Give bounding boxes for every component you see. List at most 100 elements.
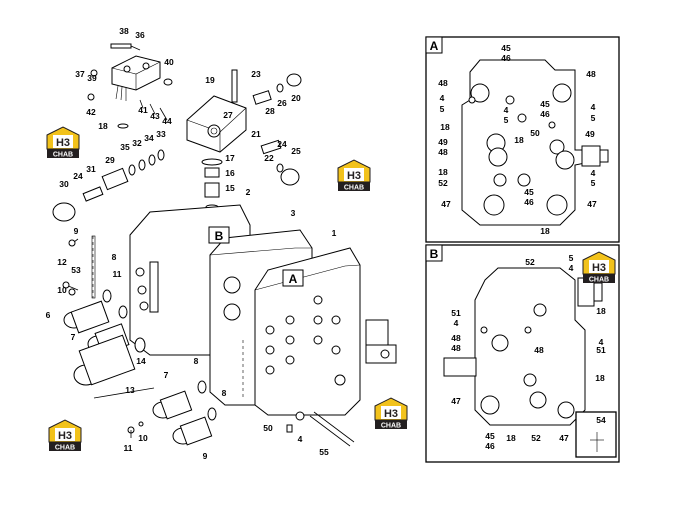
main-part-number: 28 bbox=[265, 106, 275, 116]
main-part-number: 26 bbox=[277, 98, 287, 108]
main-part-number: 1 bbox=[332, 228, 337, 238]
main-part-number: 3 bbox=[291, 208, 296, 218]
panel-b-part-number: 18 bbox=[596, 306, 606, 316]
panel-a-part-number: 46 bbox=[524, 197, 534, 207]
main-part-number: 4 bbox=[298, 434, 303, 444]
main-part-number: 9 bbox=[203, 451, 208, 461]
main-part-number: 36 bbox=[135, 30, 145, 40]
main-part-number: 18 bbox=[98, 121, 108, 131]
svg-text:CHAB: CHAB bbox=[344, 185, 364, 192]
panel-a-part-number: 45 bbox=[501, 43, 511, 53]
panel-a-part-number: 49 bbox=[438, 137, 448, 147]
panel-b-part-number: 52 bbox=[531, 433, 541, 443]
panel-b-part-number: 45 bbox=[485, 431, 495, 441]
main-part-number: 8 bbox=[194, 356, 199, 366]
main-part-number: 24 bbox=[73, 171, 83, 181]
main-part-number: 55 bbox=[319, 447, 329, 457]
solenoid-block-36 bbox=[87, 43, 173, 129]
main-part-number: 6 bbox=[46, 310, 51, 320]
panel-a-part-number: 47 bbox=[587, 199, 597, 209]
main-part-number: 10 bbox=[138, 433, 148, 443]
main-part-number: 27 bbox=[223, 110, 233, 120]
main-part-number: 15 bbox=[225, 183, 235, 193]
panel-a-part-number: 18 bbox=[438, 167, 448, 177]
panel-b-part-number: 46 bbox=[485, 441, 495, 451]
main-part-number: 20 bbox=[291, 93, 301, 103]
main-part-number: 10 bbox=[57, 285, 67, 295]
svg-text:CHAB: CHAB bbox=[381, 423, 401, 430]
main-part-number: 22 bbox=[264, 153, 274, 163]
main-part-number: 53 bbox=[71, 265, 81, 275]
panel-a-part-number: 48 bbox=[586, 69, 596, 79]
main-part-number: 9 bbox=[74, 226, 79, 236]
main-part-number: 31 bbox=[86, 164, 96, 174]
panel-a-part-number: 18 bbox=[514, 135, 524, 145]
panel-a-part-number: 5 bbox=[440, 104, 445, 114]
callout-label-A: A bbox=[289, 272, 298, 286]
panel-a-part-number: 5 bbox=[504, 115, 509, 125]
panel-a-part-number: 45 bbox=[540, 99, 550, 109]
cover-block-19 bbox=[186, 69, 302, 210]
panel-a-part-number: 4 bbox=[591, 102, 596, 112]
main-part-number: 29 bbox=[105, 155, 115, 165]
svg-text:H3: H3 bbox=[347, 170, 361, 182]
panel-b-part-number: 4 bbox=[454, 318, 459, 328]
panel-a-part-number: 18 bbox=[440, 122, 450, 132]
svg-text:CHAB: CHAB bbox=[589, 277, 609, 284]
svg-text:CHAB: CHAB bbox=[55, 445, 75, 452]
spool-parts-left bbox=[62, 235, 355, 447]
panel-b-part-number: 4 bbox=[599, 337, 604, 347]
panel-b-part-number: 54 bbox=[596, 415, 606, 425]
main-part-number: 12 bbox=[57, 257, 67, 267]
panel-b-part-number: 5 bbox=[569, 253, 574, 263]
main-part-number: 16 bbox=[225, 168, 235, 178]
main-part-number: 23 bbox=[251, 69, 261, 79]
panel-a-part-number: 47 bbox=[441, 199, 451, 209]
main-part-number: 17 bbox=[225, 153, 235, 163]
main-part-number: 41 bbox=[138, 105, 148, 115]
main-part-number: 34 bbox=[144, 133, 154, 143]
main-part-number: 11 bbox=[113, 269, 122, 279]
main-part-number: 38 bbox=[119, 26, 129, 36]
main-part-number: 14 bbox=[136, 356, 146, 366]
panel-a-part-number: 48 bbox=[438, 78, 448, 88]
main-part-number: 11 bbox=[124, 443, 133, 453]
panel-b-part-number: 52 bbox=[525, 257, 535, 267]
main-part-number: 43 bbox=[150, 111, 160, 121]
main-part-number: 2 bbox=[246, 187, 251, 197]
main-part-number: 44 bbox=[162, 116, 172, 126]
panel-a-part-number: 45 bbox=[524, 187, 534, 197]
svg-text:H3: H3 bbox=[592, 262, 606, 274]
solenoid-stack-left bbox=[52, 149, 165, 222]
main-exploded-view: B A 383637394042414344181923202628272124… bbox=[46, 26, 397, 461]
panel-label-B: B bbox=[430, 247, 439, 261]
panel-b-part-number: 51 bbox=[596, 345, 606, 355]
callout-label-B: B bbox=[215, 229, 224, 243]
panel-a-part-number: 46 bbox=[501, 53, 511, 63]
panel-a-part-number: 52 bbox=[438, 178, 448, 188]
main-part-number: 25 bbox=[291, 146, 301, 156]
panel-a-part-number: 18 bbox=[540, 226, 550, 236]
svg-text:CHAB: CHAB bbox=[53, 152, 73, 159]
main-part-number: 30 bbox=[59, 179, 69, 189]
callout-box-A bbox=[282, 269, 304, 287]
main-part-number: 33 bbox=[156, 129, 166, 139]
panel-a-part-number: 5 bbox=[591, 113, 596, 123]
panel-label-A: A bbox=[430, 39, 439, 53]
main-part-number: 21 bbox=[251, 129, 261, 139]
panel-b-part-number: 18 bbox=[506, 433, 516, 443]
main-part-number: 19 bbox=[205, 75, 215, 85]
panel-b-part-number: 47 bbox=[451, 396, 461, 406]
